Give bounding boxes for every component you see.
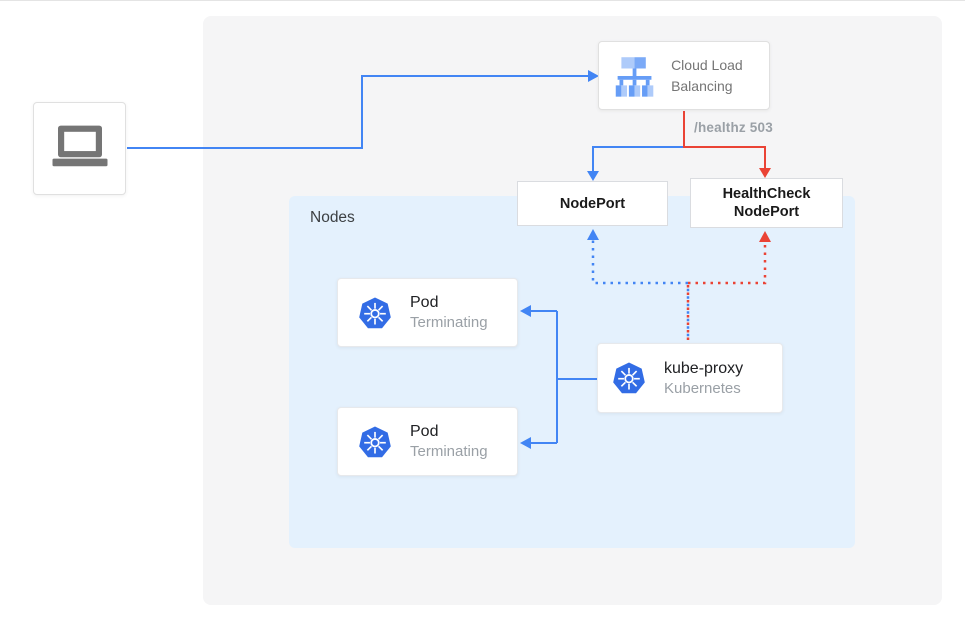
nodeport-label: NodePort	[559, 195, 626, 212]
kubernetes-icon	[611, 360, 647, 396]
pod-node-2: Pod Terminating	[337, 407, 518, 476]
cloud-load-balancing-icon	[615, 56, 654, 97]
healthcheck-nodeport-label: HealthCheck NodePort	[722, 186, 811, 220]
top-divider	[0, 0, 965, 1]
pod-title: Pod	[410, 294, 439, 311]
kubernetes-icon	[357, 424, 393, 460]
healthcheck-nodeport-node: HealthCheck NodePort	[690, 178, 843, 228]
cloud-load-balancing-label: Cloud Load Balancing	[671, 56, 743, 94]
laptop-icon	[52, 125, 107, 166]
kube-proxy-node: kube-proxy Kubernetes	[597, 343, 783, 413]
pod-node-1: Pod Terminating	[337, 278, 518, 347]
kube-proxy-subtitle: Kubernetes	[664, 379, 741, 397]
client-device	[33, 102, 126, 195]
kube-proxy-title: kube-proxy	[664, 359, 744, 377]
cloud-load-balancing-node: Cloud Load Balancing	[598, 41, 770, 110]
healthz-status-label: /healthz 503	[694, 120, 773, 135]
pod-status: Terminating	[410, 314, 488, 331]
pod-title: Pod	[410, 423, 439, 440]
nodeport-node: NodePort	[517, 181, 668, 226]
nodes-label: Nodes	[310, 209, 355, 226]
kubernetes-icon	[357, 295, 393, 331]
pod-status: Terminating	[410, 443, 488, 460]
